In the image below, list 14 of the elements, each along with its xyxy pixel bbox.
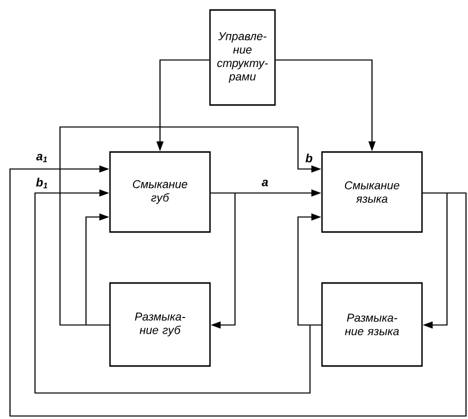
- arrow: [297, 213, 322, 326]
- edge-label: a: [260, 178, 270, 188]
- arrow: [210, 192, 236, 329]
- edge-label: b$_{1}$: [34, 176, 50, 190]
- arrow: [422, 192, 448, 329]
- process-box: Смыкание языка: [321, 151, 423, 233]
- arrow: [85, 213, 110, 326]
- process-box: Размыка- ние губ: [109, 282, 211, 367]
- process-box: Управле- ние структу- рами: [209, 9, 276, 106]
- arrow: [9, 165, 467, 417]
- process-box: Размыка- ние языка: [321, 282, 423, 367]
- process-box: Смыкание губ: [109, 151, 211, 233]
- edge-label: b: [304, 152, 314, 164]
- edge-label: a$_{1}$: [35, 152, 49, 164]
